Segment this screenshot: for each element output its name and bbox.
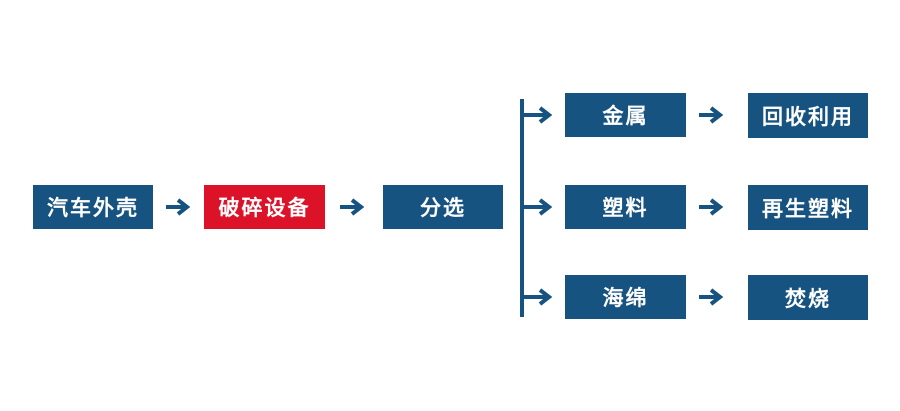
node-metal: 金属 bbox=[565, 93, 686, 137]
node-car-shell: 汽车外壳 bbox=[33, 185, 153, 229]
arrow-right-icon bbox=[166, 198, 191, 216]
arrow-right-icon bbox=[521, 106, 553, 124]
arrow-right-icon bbox=[699, 106, 724, 124]
arrow-right-icon bbox=[699, 198, 724, 216]
node-recycled-plastic: 再生塑料 bbox=[748, 185, 868, 230]
node-incineration: 焚烧 bbox=[748, 275, 868, 320]
arrow-right-icon bbox=[521, 288, 553, 306]
node-sponge: 海绵 bbox=[565, 275, 686, 319]
arrow-right-icon bbox=[699, 288, 724, 306]
arrow-right-icon bbox=[340, 198, 365, 216]
node-sorting: 分选 bbox=[383, 185, 503, 229]
node-plastic: 塑料 bbox=[565, 185, 686, 229]
node-recycling: 回收利用 bbox=[748, 93, 868, 138]
arrow-right-icon bbox=[521, 198, 553, 216]
node-crushing-equipment: 破碎设备 bbox=[204, 185, 325, 229]
